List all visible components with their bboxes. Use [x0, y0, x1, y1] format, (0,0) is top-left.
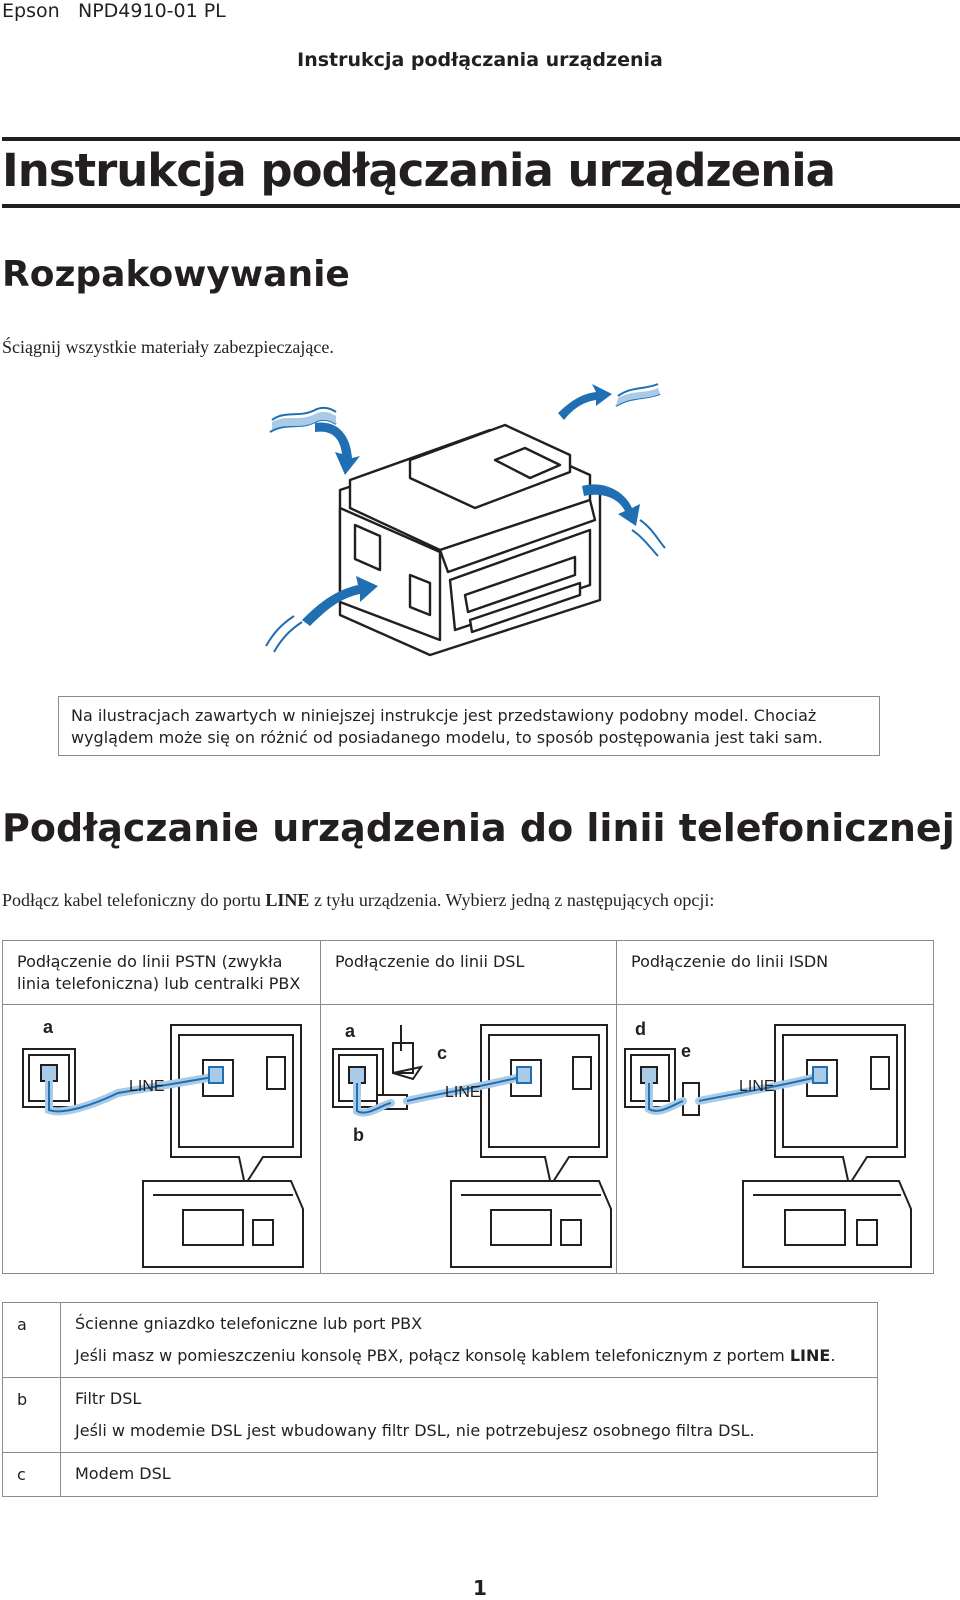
note-box: Na ilustracjach zawartych w niniejszej i… — [58, 696, 880, 756]
dsl-label-a: a — [345, 1021, 356, 1041]
legend-letter: c — [2, 1452, 61, 1497]
option-dsl-label: Podłączenie do linii DSL — [321, 941, 616, 1005]
legend-content: Modem DSL — [60, 1452, 878, 1497]
option-pstn-figure: a LINE — [3, 1005, 320, 1273]
isdn-connection-diagram: d e LINE — [624, 1019, 912, 1268]
option-pstn-label: Podłączenie do linii PSTN (zwykła linia … — [3, 941, 320, 1005]
section-unpacking-text: Ściągnij wszystkie materiały zabezpiecza… — [2, 337, 334, 357]
section-unpacking-title: Rozpakowywanie — [2, 254, 350, 295]
option-isdn-figure: d e LINE — [617, 1005, 933, 1273]
pstn-label-a: a — [43, 1017, 54, 1037]
title-rule-bottom — [2, 204, 960, 208]
dsl-connection-diagram: a c b LINE — [332, 1021, 612, 1268]
legend-content: Filtr DSL Jeśli w modemie DSL jest wbudo… — [60, 1377, 878, 1453]
phone-line-port-name: LINE — [265, 890, 310, 910]
page-number: 1 — [473, 1576, 487, 1600]
phone-line-text-part: z tyłu urządzenia. Wybierz jedną z nastę… — [309, 890, 715, 910]
isdn-label-line: LINE — [739, 1078, 775, 1095]
note-text: Na ilustracjach zawartych w niniejszej i… — [71, 706, 823, 747]
legend-detail-text: Jeśli masz w pomieszczeniu konsolę PBX, … — [75, 1346, 790, 1365]
page-title: Instrukcja podłączania urządzenia — [2, 144, 836, 197]
legend-title: Modem DSL — [75, 1464, 171, 1483]
header-brand: Epson — [2, 0, 60, 22]
legend-row: b Filtr DSL Jeśli w modemie DSL jest wbu… — [2, 1377, 878, 1453]
legend-title: Ścienne gniazdko telefoniczne lub port P… — [75, 1314, 423, 1333]
title-rule-top — [2, 137, 960, 141]
legend-letter: a — [2, 1302, 61, 1378]
pstn-connection-diagram: a LINE — [22, 1017, 304, 1268]
connection-options-table: Podłączenie do linii PSTN (zwykła linia … — [2, 940, 934, 1274]
dsl-label-c: c — [437, 1043, 447, 1063]
legend-row: a Ścienne gniazdko telefoniczne lub port… — [2, 1302, 878, 1378]
running-title: Instrukcja podłączania urządzenia — [297, 49, 663, 71]
option-isdn: Podłączenie do linii ISDN — [617, 941, 933, 1273]
phone-line-text-part: Podłącz kabel telefoniczny do portu — [2, 890, 266, 910]
legend-detail: Jeśli masz w pomieszczeniu konsolę PBX, … — [75, 1345, 863, 1367]
legend-detail: Jeśli w modemie DSL jest wbudowany filtr… — [75, 1421, 755, 1440]
pstn-label-line: LINE — [129, 1078, 165, 1095]
section-phone-line-title: Podłączanie urządzenia do linii telefoni… — [2, 806, 955, 850]
legend-detail-bold: LINE — [789, 1346, 831, 1365]
legend-row: c Modem DSL — [2, 1452, 878, 1497]
legend-title: Filtr DSL — [75, 1389, 142, 1408]
isdn-label-e: e — [681, 1041, 691, 1061]
legend-table: a Ścienne gniazdko telefoniczne lub port… — [2, 1302, 878, 1497]
printer-unpacking-illustration — [265, 383, 666, 657]
dsl-label-b: b — [353, 1125, 364, 1145]
legend-content: Ścienne gniazdko telefoniczne lub port P… — [60, 1302, 878, 1378]
section-phone-line-text: Podłącz kabel telefoniczny do portu LINE… — [2, 890, 714, 911]
legend-detail-text: . — [830, 1346, 836, 1365]
option-isdn-label: Podłączenie do linii ISDN — [617, 941, 933, 1005]
option-pstn: Podłączenie do linii PSTN (zwykła linia … — [3, 941, 321, 1273]
dsl-label-line: LINE — [445, 1084, 481, 1101]
option-dsl: Podłączenie do linii DSL — [321, 941, 617, 1273]
legend-letter: b — [2, 1377, 61, 1453]
option-dsl-figure: a c b LINE — [321, 1005, 616, 1273]
isdn-label-d: d — [635, 1019, 646, 1039]
header-doc-code: NPD4910-01 PL — [78, 0, 226, 22]
